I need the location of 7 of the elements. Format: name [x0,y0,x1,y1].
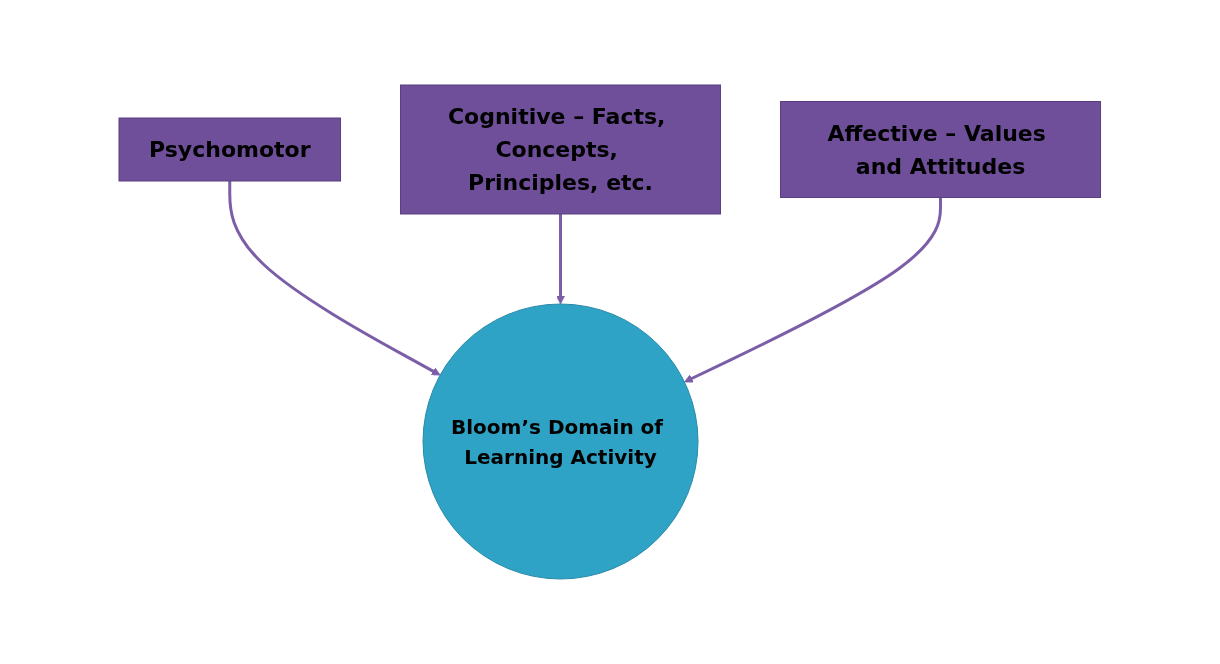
node-box: Affective – Values and Attitudes [780,101,1102,198]
arrow [556,214,566,305]
arrow [684,197,943,383]
node-circle: Bloom’s Domain of Learning Activity [422,303,699,580]
node-box: Cognitive – Facts, Concepts, Principles, etc. [400,84,722,215]
arrow [228,181,441,376]
node-box: Psychomotor [118,117,342,182]
